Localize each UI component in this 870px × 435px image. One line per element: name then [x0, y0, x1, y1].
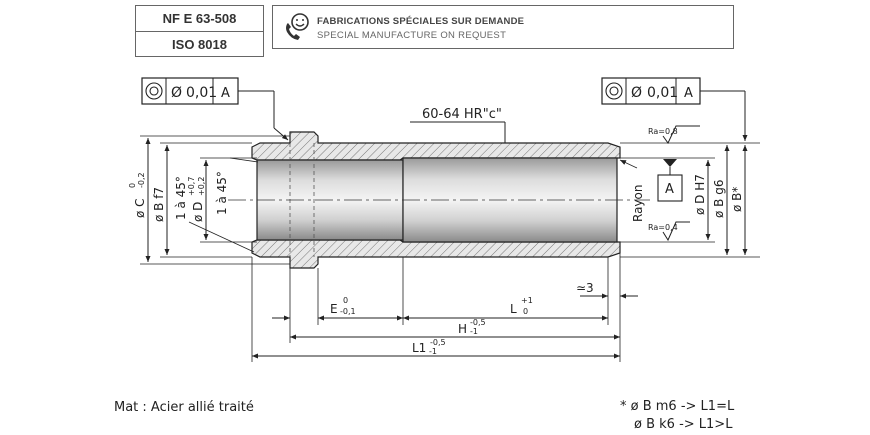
banner-french-text: FABRICATIONS SPÉCIALES SUR DEMANDE [317, 16, 525, 27]
dim-l: L [510, 302, 517, 316]
dim-b-g6: ø B g6 [712, 180, 726, 218]
datum-a-marker: A [657, 159, 683, 202]
dim-b-f7: ø B f7 [152, 187, 166, 222]
right-dimensions: ø D H7 ø B g6 ø B* [620, 145, 760, 258]
dim-c-tol-up: 0 [128, 183, 137, 188]
tol-datum-right: A [684, 86, 693, 101]
material-note: Mat : Acier allié traité [114, 400, 254, 415]
dim-b-star: ø B* [730, 187, 744, 212]
dim-d-h7: ø D H7 [693, 174, 707, 215]
bushing-section [228, 131, 650, 269]
radius-label: Rayon [631, 185, 645, 222]
note-k6: ø B k6 -> L1>L [634, 417, 733, 432]
banner-english-text: SPECIAL MANUFACTURE ON REQUEST [317, 30, 507, 41]
dim-e-up: 0 [343, 296, 348, 305]
standard-nf: NF E 63-508 [162, 11, 237, 26]
tol-datum: A [221, 86, 230, 101]
datum-a-label: A [665, 182, 674, 197]
roughness-top-label: Ra=0,8 [648, 127, 678, 136]
dim-chamfer-inner: 1 à 45° [215, 171, 229, 215]
tol-symbol: Ø [171, 85, 182, 101]
dim-e-low: -0,1 [340, 307, 356, 316]
special-manufacture-banner[interactable]: FABRICATIONS SPÉCIALES SUR DEMANDE SPECI… [272, 5, 734, 49]
hardness-label: 60-64 HR"c" [422, 107, 502, 122]
dim-e: E [330, 302, 338, 316]
dim-l1: L1 [412, 341, 426, 355]
standard-iso: ISO 8018 [136, 31, 263, 57]
roughness-bottom-label: Ra=0,4 [648, 223, 678, 232]
dim-h: H [458, 322, 467, 336]
dim-h-up: -0,5 [470, 318, 486, 327]
phone-smile-icon [286, 13, 309, 40]
dim-c: ø C [133, 198, 147, 218]
standards-box: NF E 63-508 ISO 8018 [135, 5, 264, 57]
tolerance-frame-right: Ø 0,01 A [601, 77, 748, 141]
tol-symbol-right: Ø [631, 85, 642, 101]
note-m6: * ø B m6 -> L1=L [620, 399, 735, 414]
tol-value: 0,01 [186, 85, 217, 101]
dim-chamfer-outer: 1 à 45° [174, 176, 188, 220]
hardness-callout: 60-64 HR"c" [410, 107, 506, 143]
dim-d-tol-up: +0,7 [187, 177, 196, 196]
dim-l1-up: -0,5 [430, 338, 446, 347]
bottom-dimensions: ≃3 E 0 -0,1 L +1 0 H -0,5 -1 L1 -0,5 -1 [251, 253, 638, 362]
dim-h-low: -1 [470, 327, 478, 336]
left-dimensions: ø C 0 -0,2 ø B f7 1 à 45° ø D +0,7 +0,2 … [128, 135, 290, 265]
tolerance-frame-left: Ø 0,01 A [141, 77, 289, 141]
dim-c-tol-low: -0,2 [137, 172, 146, 188]
dim-l-up: +1 [521, 296, 533, 305]
dim-l1-low: -1 [429, 347, 437, 356]
roughness-top: Ra=0,8 [620, 125, 760, 144]
roughness-bottom: Ra=0,4 [648, 221, 690, 242]
dim-approx3: ≃3 [576, 281, 594, 295]
dim-l-low: 0 [523, 307, 528, 316]
dim-d-tol-low: +0,2 [197, 177, 206, 196]
tol-value-right: 0,01 [647, 85, 678, 101]
dim-d: ø D [191, 202, 205, 222]
